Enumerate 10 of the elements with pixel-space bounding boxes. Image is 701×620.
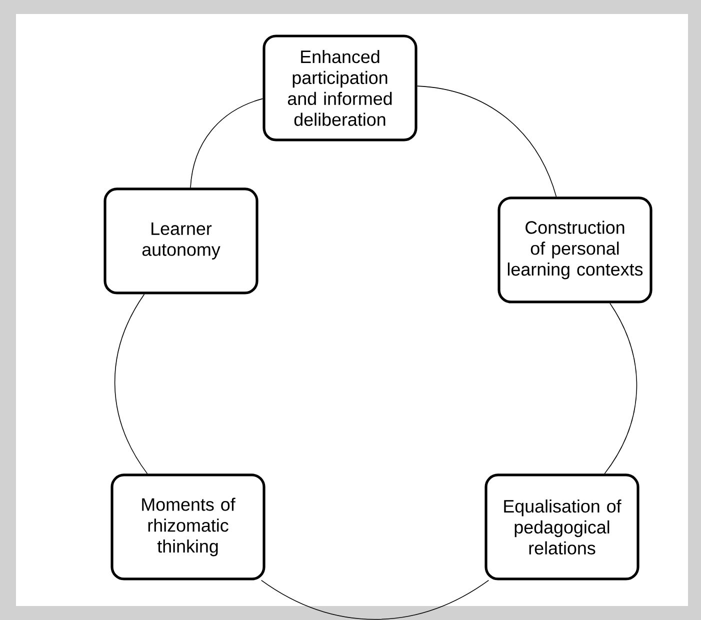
connector-arc <box>416 86 557 198</box>
connector-arc <box>260 580 490 620</box>
process-box: Construction of personal learning contexts <box>498 196 652 304</box>
process-box: Moments of rhizomatic thinking <box>110 474 266 580</box>
process-box: Enhanced participation and informed deliberation <box>262 34 418 142</box>
process-box: Learner autonomy <box>104 188 258 294</box>
connector-arc <box>604 302 638 474</box>
process-box: Equalisation of pedagogical relations <box>484 474 640 580</box>
connector-arc <box>114 294 148 474</box>
connector-arc <box>190 98 264 188</box>
